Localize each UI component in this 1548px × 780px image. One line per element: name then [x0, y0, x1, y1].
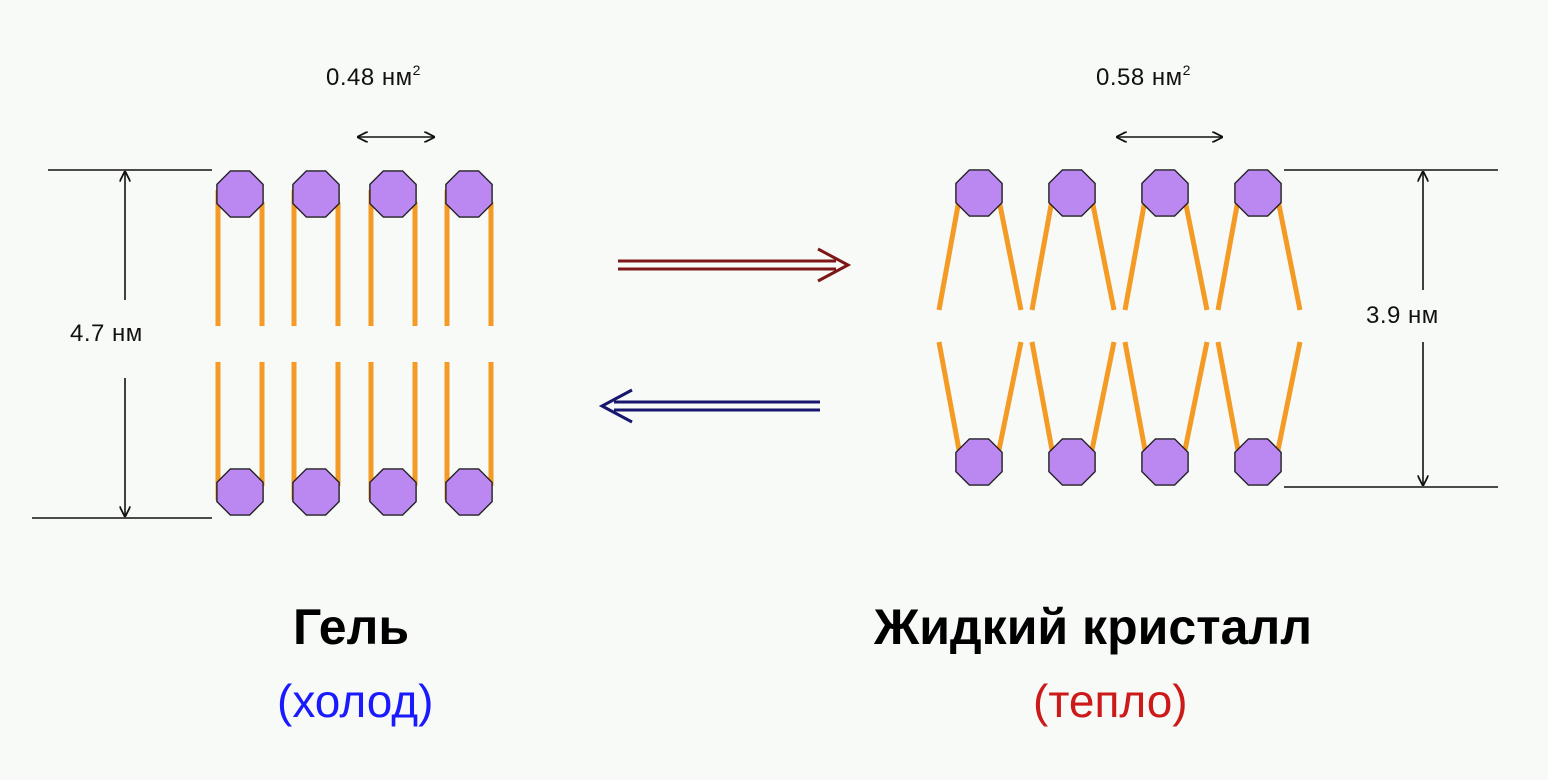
gel-upper-head	[369, 170, 417, 218]
lc-upper-tail	[1275, 199, 1303, 311]
lc-upper-tail	[996, 199, 1024, 311]
lc-phase-title: Жидкий кристалл	[874, 599, 1312, 655]
gel-thickness-label: 4.7 нм	[70, 320, 143, 347]
lc-area-label: 0.58 нм2	[1096, 62, 1191, 92]
lc-lower-head	[955, 438, 1003, 486]
gel-lipid-layer	[215, 170, 494, 516]
lc-condition-label: (тепло)	[1033, 675, 1188, 727]
lc-thickness-label: 3.9 нм	[1366, 302, 1439, 329]
gel-lower-head	[292, 468, 340, 516]
gel-area-exponent: 2	[412, 62, 421, 78]
lc-upper-head	[1048, 169, 1096, 217]
lc-lower-tail	[1182, 341, 1210, 451]
lc-lower-head	[1234, 438, 1282, 486]
lc-lower-tail	[1215, 341, 1241, 451]
lc-lower-tail	[1029, 341, 1055, 451]
gel-area-label: 0.48 нм2	[326, 62, 421, 92]
gel-upper-head	[445, 170, 493, 218]
gel-lower-head	[445, 468, 493, 516]
lc-upper-tail	[1215, 199, 1241, 311]
cooling-arrow-icon	[598, 388, 820, 424]
lc-lower-tail	[1122, 341, 1148, 451]
lc-lower-tail	[996, 341, 1024, 451]
lc-lower-head	[1141, 438, 1189, 486]
lc-upper-tail	[1029, 199, 1055, 311]
gel-upper-head	[216, 170, 264, 218]
heating-arrow-icon	[618, 247, 852, 283]
lc-area-exponent: 2	[1182, 62, 1191, 78]
liquid-crystal-lipid-layer	[936, 169, 1303, 486]
gel-condition-label: (холод)	[277, 675, 434, 727]
lc-upper-head	[1234, 169, 1282, 217]
gel-phase-title: Гель	[293, 599, 410, 655]
gel-upper-head	[292, 170, 340, 218]
lc-upper-head	[1141, 169, 1189, 217]
lc-upper-head	[955, 169, 1003, 217]
lc-upper-tail	[1089, 199, 1117, 311]
lc-lower-tail	[936, 341, 962, 451]
lc-area-value: 0.58 нм	[1096, 64, 1183, 91]
lc-lower-head	[1048, 438, 1096, 486]
lc-lower-tail	[1275, 341, 1303, 451]
gel-lower-head	[216, 468, 264, 516]
lc-upper-tail	[1182, 199, 1210, 311]
lc-lower-tail	[1089, 341, 1117, 451]
lc-upper-tail	[936, 199, 962, 311]
gel-lower-head	[369, 468, 417, 516]
gel-area-value: 0.48 нм	[326, 64, 413, 91]
lc-upper-tail	[1122, 199, 1148, 311]
